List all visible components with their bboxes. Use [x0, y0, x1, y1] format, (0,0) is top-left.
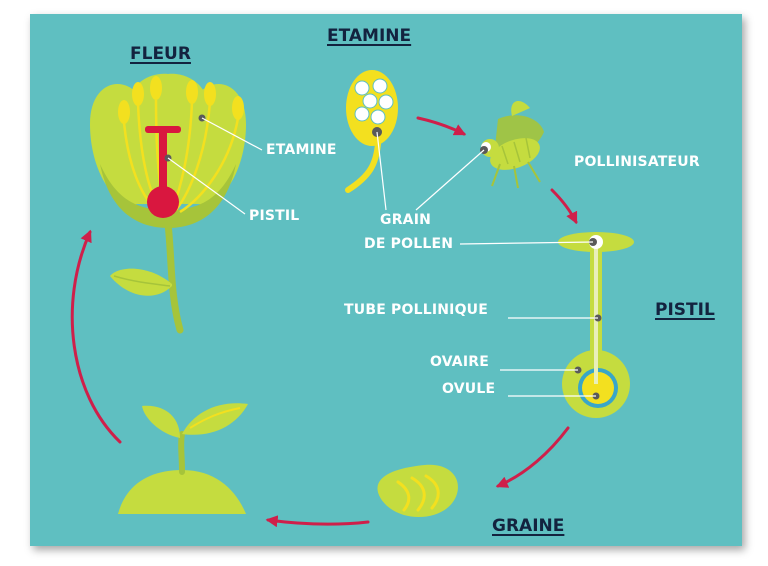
arrow-pistil-to-graine — [495, 426, 570, 488]
title-etamine: ETAMINE — [327, 26, 412, 46]
pointer-line-grain-bee — [415, 149, 485, 211]
label-pistil: PISTIL — [249, 208, 300, 224]
arrow-graine-to-seedling — [265, 515, 370, 528]
label-etamine: ETAMINE — [266, 142, 337, 158]
pointer-line-etamine — [201, 117, 263, 151]
pistil-closeup-icon — [558, 232, 634, 418]
label-grain-line2: DE POLLEN — [364, 236, 454, 252]
arrow-seedling-to-fleur — [70, 229, 122, 444]
pollinator-bee-icon — [480, 101, 544, 189]
label-grain-line1: GRAIN — [380, 212, 432, 228]
plant-life-cycle-illustration — [70, 70, 634, 528]
title-graine: GRAINE — [492, 516, 565, 536]
seedling-icon — [118, 403, 248, 514]
stamen-icon — [345, 70, 398, 193]
title-pistil: PISTIL — [655, 300, 715, 320]
pointer-line-pistil — [167, 157, 246, 215]
pointer-line-grain-stamen — [376, 131, 387, 211]
arrow-etamine-to-pollinator — [416, 116, 467, 136]
flower-icon — [90, 73, 246, 334]
cycle-arrows — [70, 116, 578, 528]
label-pollinisateur: POLLINISATEUR — [574, 154, 700, 170]
label-ovule: OVULE — [442, 381, 496, 397]
arrow-pollinator-to-pistil — [550, 188, 578, 225]
seed-icon — [377, 464, 458, 518]
label-ovaire: OVAIRE — [430, 354, 489, 370]
title-fleur: FLEUR — [130, 44, 191, 64]
diagram-canvas: FLEUR ETAMINE PISTIL GRAINE ETAMINE PIST… — [30, 14, 742, 546]
label-tube-pollinique: TUBE POLLINIQUE — [344, 302, 488, 318]
pointer-line-grain-pistil — [459, 241, 594, 245]
